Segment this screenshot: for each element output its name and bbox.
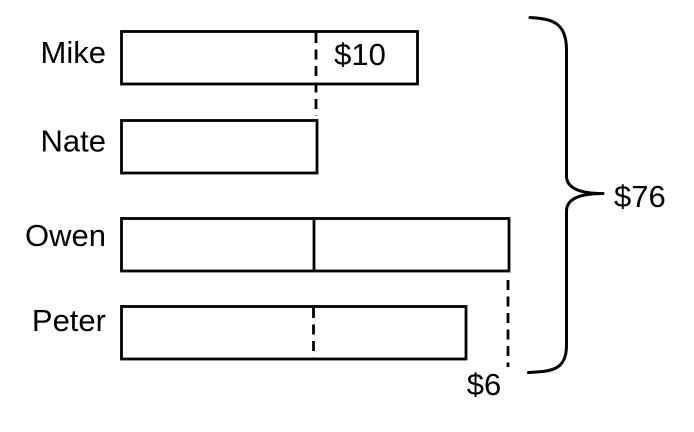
mike-extra-amount-label: $10 — [334, 37, 386, 72]
row-label-owen: Owen — [25, 218, 106, 253]
row-label-mike: Mike — [41, 35, 106, 70]
row-label-peter: Peter — [32, 303, 106, 338]
row-label-nate: Nate — [41, 124, 106, 159]
difference-amount-label: $6 — [467, 367, 501, 402]
nate-bar — [120, 119, 319, 175]
mike-bar — [120, 30, 419, 86]
total-brace — [527, 16, 605, 374]
owen-bar — [120, 217, 511, 273]
total-amount-label: $76 — [614, 179, 666, 214]
peter-bar — [120, 305, 468, 361]
